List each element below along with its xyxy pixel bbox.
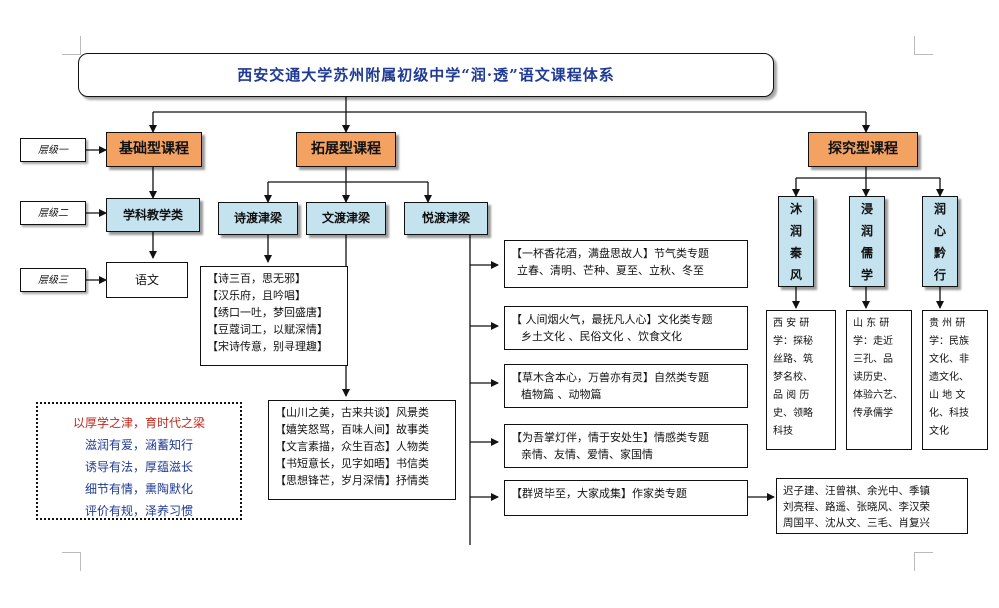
list-item: 【书短意长，见字如晤】书信类 — [275, 457, 429, 470]
topic-box-nature: 【草木含本心，万兽亦有灵】自然类专题 植物篇 、动物篇 — [504, 364, 748, 408]
desc-line: 学：探秘 — [773, 336, 813, 347]
desc-line: 体验六艺、 — [853, 390, 903, 401]
desc-line: 遗文化、 — [929, 372, 969, 383]
list-item: 【汉乐府，且吟唱】 — [207, 289, 306, 302]
topic-items: 亲情、友情、爱情、家国情 — [521, 448, 653, 461]
desc-line: 西 安 研 — [773, 318, 810, 329]
topic-items: 植物篇 、动物篇 — [521, 388, 602, 401]
topic-box-emotion: 【为吾掌灯伴，情于安处生】情感类专题 亲情、友情、爱情、家国情 — [504, 424, 748, 468]
inquiry-column-xian: 沐 润 秦 风 — [778, 196, 814, 287]
desc-line: 科技 — [773, 426, 793, 437]
desc-line: 学：民族 — [929, 336, 969, 347]
list-item: 【文言素描，众生百态】人物类 — [275, 440, 429, 453]
level-1-tag: 层级一 — [20, 138, 86, 162]
list-item: 刘亮程、路遥、张晓风、李汉荣 — [783, 501, 930, 513]
extended-course-node: 拓展型课程 — [296, 132, 396, 167]
basic-course-node: 基础型课程 — [106, 132, 202, 167]
level-3-tag: 层级三 — [20, 268, 86, 292]
inquiry-column-guizhou: 润 心 黔 行 — [922, 196, 958, 287]
motto-line: 诱导有法，厚蕴滋长 — [84, 460, 193, 474]
topic-title: 【 人间烟火气，最抚凡人心】文化类专题 — [511, 313, 713, 326]
list-item: 周国平、沈从文、三毛、肖复兴 — [783, 517, 930, 529]
topic-box-authors: 【群贤毕至，大家成集】作家类专题 — [504, 480, 748, 516]
column-char: 润 — [933, 201, 946, 216]
topic-box-solar-terms: 【一杯香花酒，满盘思故人】节气类专题 立春、清明、芒种、夏至、立秋、冬至 — [504, 240, 748, 288]
desc-line: 文化 — [929, 426, 949, 437]
desc-line: 三孔、品 — [853, 354, 893, 365]
poetry-list: 【诗三百，思无邪】 【汉乐府，且吟唱】 【绣口一吐，梦回盛唐】 【豆蔻词工，以赋… — [200, 266, 348, 366]
authors-list: 迟子建、汪曾祺、余光中、季镇 刘亮程、路遥、张晓风、李汉荣 周国平、沈从文、三毛… — [776, 478, 968, 534]
column-char: 儒 — [860, 245, 873, 260]
list-item: 【思想锋芒，岁月深情】抒情类 — [275, 474, 429, 487]
column-char: 沐 — [789, 201, 802, 216]
inquiry-desc-xian: 西 安 研 学：探秘 丝路、筑 梦名校、 品 阅 历 史、领略 科技 — [766, 310, 836, 450]
topic-items: 立春、清明、芒种、夏至、立秋、冬至 — [517, 264, 704, 277]
desc-line: 山 地 文 — [929, 390, 966, 401]
column-char: 风 — [789, 267, 802, 282]
topic-title: 【群贤毕至，大家成集】作家类专题 — [511, 487, 687, 500]
crop-mark — [914, 36, 933, 55]
joy-bridge-node: 悦渡津梁 — [404, 202, 488, 235]
inquiry-column-shandong: 浸 润 儒 学 — [849, 196, 885, 287]
column-char: 浸 — [860, 201, 873, 216]
column-char: 心 — [933, 223, 946, 238]
column-char: 黔 — [933, 245, 946, 260]
list-item: 【宋诗传意，别寻理趣】 — [207, 340, 328, 353]
list-item: 【诗三百，思无邪】 — [207, 272, 306, 285]
poetry-bridge-node: 诗渡津梁 — [218, 202, 298, 235]
list-item: 【绣口一吐，梦回盛唐】 — [207, 306, 328, 319]
topic-box-culture: 【 人间烟火气，最抚凡人心】文化类专题 乡土文化 、民俗文化 、饮食文化 — [504, 306, 748, 350]
column-char: 行 — [933, 267, 946, 282]
desc-line: 传承儒学 — [853, 408, 893, 419]
inquiry-desc-guizhou: 贵 州 研 学：民族 文化、非 遗文化、 山 地 文 化、科技 文化 — [922, 310, 988, 450]
desc-line: 品 阅 历 — [773, 390, 810, 401]
list-item: 【山川之美，古来共谈】风景类 — [275, 406, 429, 419]
topic-title: 【一杯香花酒，满盘思故人】节气类专题 — [511, 247, 709, 260]
subject-teaching-node: 学科教学类 — [106, 198, 200, 232]
crop-mark — [62, 36, 81, 55]
column-char: 润 — [860, 223, 873, 238]
list-item: 迟子建、汪曾祺、余光中、季镇 — [783, 485, 930, 497]
level-2-tag: 层级二 — [20, 201, 86, 225]
motto-line: 评价有规，泽养习惯 — [84, 504, 193, 518]
topic-title: 【为吾掌灯伴，情于安处生】情感类专题 — [511, 431, 709, 444]
motto-line: 滋润有爱，涵蓄知行 — [84, 438, 193, 452]
desc-line: 史、领略 — [773, 408, 813, 419]
desc-line: 山 东 研 — [853, 318, 890, 329]
topic-items: 乡土文化 、民俗文化 、饮食文化 — [521, 330, 682, 343]
chinese-subject-node: 语文 — [106, 262, 188, 298]
motto-heading: 以厚学之津，育时代之梁 — [72, 416, 205, 430]
motto-line: 细节有情，熏陶默化 — [84, 482, 193, 496]
prose-list: 【山川之美，古来共谈】风景类 【嬉笑怒骂，百味人间】故事类 【文言素描，众生百态… — [268, 400, 456, 500]
desc-line: 学：走近 — [853, 336, 893, 347]
motto-box: 以厚学之津，育时代之梁 滋润有爱，涵蓄知行 诱导有法，厚蕴滋长 细节有情，熏陶默… — [36, 402, 242, 520]
desc-line: 丝路、筑 — [773, 354, 813, 365]
desc-line: 文化、非 — [929, 354, 969, 365]
diagram-title: 西安交通大学苏州附属初级中学“润·透”语文课程体系 — [78, 53, 774, 97]
column-char: 秦 — [789, 245, 802, 260]
column-char: 学 — [860, 267, 873, 282]
crop-mark — [62, 552, 81, 571]
desc-line: 化、科技 — [929, 408, 969, 419]
crop-mark — [914, 552, 933, 571]
list-item: 【豆蔻词工，以赋深情】 — [207, 323, 328, 336]
column-char: 润 — [789, 223, 802, 238]
desc-line: 梦名校、 — [773, 372, 813, 383]
inquiry-course-node: 探究型课程 — [808, 132, 918, 167]
list-item: 【嬉笑怒骂，百味人间】故事类 — [275, 423, 429, 436]
inquiry-desc-shandong: 山 东 研 学：走近 三孔、品 读历史、 体验六艺、 传承儒学 — [846, 310, 912, 450]
topic-title: 【草木含本心，万兽亦有灵】自然类专题 — [511, 371, 709, 384]
prose-bridge-node: 文渡津梁 — [306, 202, 386, 235]
desc-line: 贵 州 研 — [929, 318, 966, 329]
desc-line: 读历史、 — [853, 372, 893, 383]
